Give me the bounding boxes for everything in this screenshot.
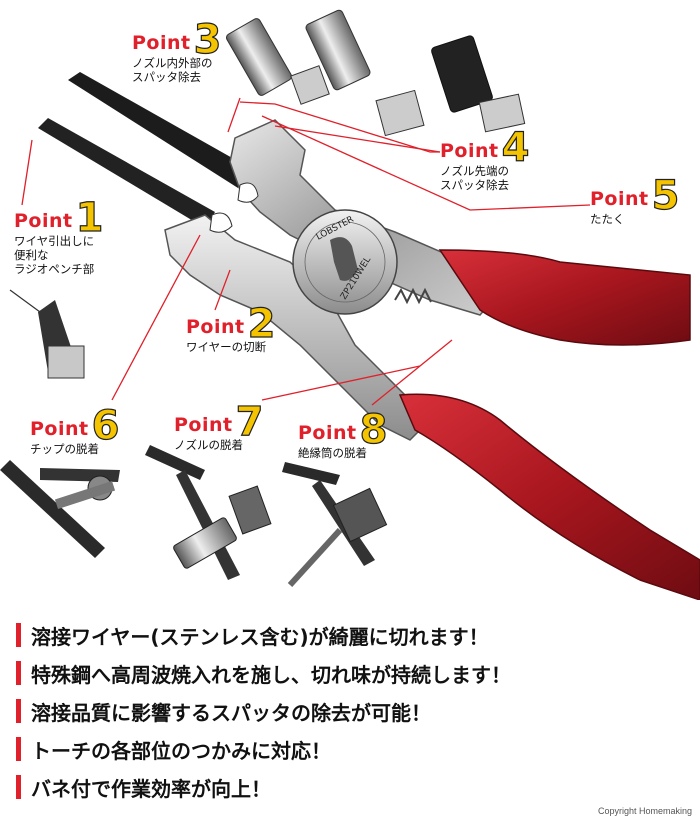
point-8-callout: Point8 絶縁筒の脱着 bbox=[298, 407, 388, 460]
feature-item: バネ付で作業効率が向上！ bbox=[0, 768, 700, 806]
point-7-callout: Point7 ノズルの脱着 bbox=[174, 399, 264, 452]
point-2-desc: ワイヤーの切断 bbox=[186, 340, 267, 354]
point-4-callout: Point4 ノズル先端の スパッタ除去 bbox=[440, 125, 530, 192]
feature-text: バネ付で作業効率が向上！ bbox=[31, 776, 271, 801]
pliers-head-upper bbox=[229, 119, 502, 316]
point-5-desc: たたく bbox=[590, 212, 625, 226]
feature-list: 溶接ワイヤー(ステンレス含む)が綺麗に切れます！ 特殊鋼へ高周波焼入れを施し、切… bbox=[0, 616, 700, 806]
point-7-number: 7 bbox=[235, 399, 264, 445]
inset-photo-point1 bbox=[9, 289, 85, 379]
point-7-word: Point bbox=[174, 414, 233, 436]
point-4-desc: ノズル先端の スパッタ除去 bbox=[440, 164, 509, 192]
feature-text: 特殊鋼へ高周波焼入れを施し、切れ味が持続します！ bbox=[31, 662, 511, 687]
pliers-nose bbox=[38, 72, 250, 228]
spring bbox=[394, 287, 432, 305]
pliers-illustration: LOBSTER ZP210WEL bbox=[0, 9, 700, 600]
torch-photo-8 bbox=[282, 462, 388, 588]
point-6-desc: チップの脱着 bbox=[30, 442, 99, 456]
feature-bullet bbox=[16, 775, 21, 799]
point-3-word: Point bbox=[132, 32, 191, 54]
feature-text: 溶接品質に影響するスパッタの除去が可能！ bbox=[31, 700, 431, 725]
point-1-callout: Point1 ワイヤ引出しに 便利な ラジオペンチ部 bbox=[14, 195, 104, 276]
nozzle-photo-1 bbox=[226, 18, 330, 105]
feature-item: トーチの各部位のつかみに対応！ bbox=[0, 730, 700, 768]
feature-bullet bbox=[16, 623, 21, 647]
feature-bullet bbox=[16, 699, 21, 723]
cutter-notch bbox=[237, 182, 259, 203]
point-3-callout: Point3 ノズル内外部の スパッタ除去 bbox=[132, 17, 222, 84]
point-1-desc: ワイヤ引出しに 便利な ラジオペンチ部 bbox=[14, 234, 95, 276]
point-3-number: 3 bbox=[193, 17, 222, 63]
point-5-callout: Point5 たたく bbox=[590, 173, 680, 226]
torch-photo-7 bbox=[145, 445, 272, 580]
pliers-head-lower bbox=[164, 214, 432, 441]
copyright: Copyright Homemaking bbox=[597, 806, 692, 816]
feature-text: 溶接ワイヤー(ステンレス含む)が綺麗に切れます！ bbox=[31, 624, 489, 649]
point-2-callout: Point2 ワイヤーの切断 bbox=[186, 301, 276, 354]
leader-lines bbox=[21, 97, 591, 406]
point-7-desc: ノズルの脱着 bbox=[174, 438, 243, 452]
feature-bullet bbox=[16, 737, 21, 761]
point-2-word: Point bbox=[186, 316, 245, 338]
pivot-disc: LOBSTER ZP210WEL bbox=[292, 209, 398, 315]
point-5-number: 5 bbox=[651, 173, 680, 219]
point-5-word: Point bbox=[590, 188, 649, 210]
point-4-number: 4 bbox=[501, 125, 530, 171]
point-6-word: Point bbox=[30, 418, 89, 440]
point-1-word: Point bbox=[14, 210, 73, 232]
cutter-notch-2 bbox=[209, 212, 233, 233]
nozzle-photo-3 bbox=[431, 35, 526, 133]
point-4-word: Point bbox=[440, 140, 499, 162]
point-8-desc: 絶縁筒の脱着 bbox=[298, 446, 367, 460]
point-6-callout: Point6 チップの脱着 bbox=[30, 403, 120, 456]
nozzle-photo-2 bbox=[305, 9, 425, 137]
handle-upper bbox=[438, 249, 691, 346]
point-3-desc: ノズル内外部の スパッタ除去 bbox=[132, 56, 213, 84]
point-1-number: 1 bbox=[75, 195, 104, 241]
handle-lower bbox=[398, 393, 700, 600]
point-2-number: 2 bbox=[247, 301, 276, 347]
feature-item: 特殊鋼へ高周波焼入れを施し、切れ味が持続します！ bbox=[0, 654, 700, 692]
point-6-number: 6 bbox=[91, 403, 120, 449]
feature-item: 溶接ワイヤー(ステンレス含む)が綺麗に切れます！ bbox=[0, 616, 700, 654]
point-8-number: 8 bbox=[359, 407, 388, 453]
point-8-word: Point bbox=[298, 422, 357, 444]
feature-bullet bbox=[16, 661, 21, 685]
feature-item: 溶接品質に影響するスパッタの除去が可能！ bbox=[0, 692, 700, 730]
torch-photo-6 bbox=[0, 460, 120, 558]
feature-text: トーチの各部位のつかみに対応！ bbox=[31, 738, 331, 763]
